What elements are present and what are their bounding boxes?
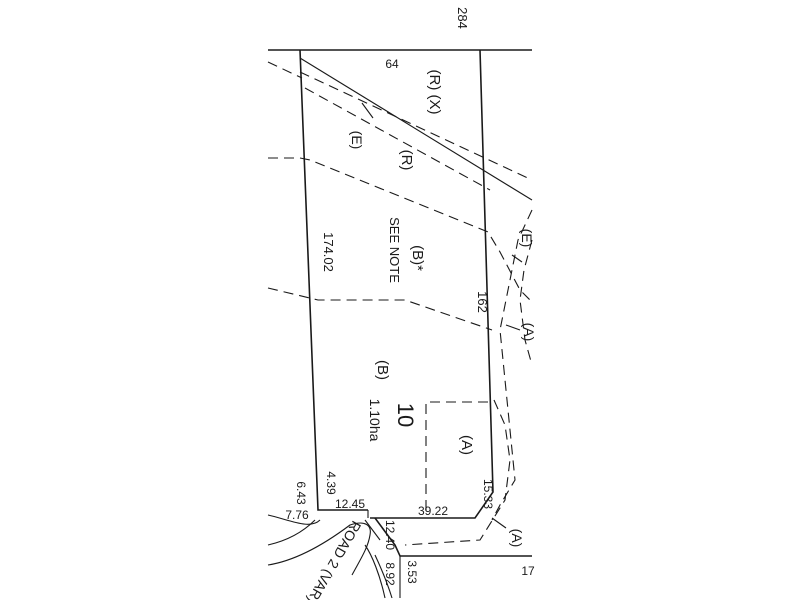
top-number-label: 284: [455, 7, 470, 29]
easement-a-bottom-line: [404, 399, 511, 546]
easement-r-dashed-3: [304, 87, 491, 191]
easement-e-left-label: (E): [349, 131, 365, 150]
dimension-right-side: 162: [475, 291, 490, 313]
dimension-353: 3.53: [405, 560, 419, 584]
road-curve-5: [374, 554, 393, 599]
easement-b-line: [267, 287, 493, 331]
easement-r-dashed-1: [299, 71, 533, 181]
easement-a-right-line-2: [519, 239, 533, 366]
road-frontage-line: [374, 517, 532, 557]
dimension-439: 4.39: [324, 471, 338, 495]
easement-a-right-label: (A): [521, 323, 537, 342]
easement-r-solid-upper: [299, 57, 533, 201]
road-curve-2: [267, 519, 316, 546]
road-small-line: [364, 519, 381, 541]
dimension-bottom-diag: 15.33: [481, 479, 495, 509]
dimension-643: 6.43: [294, 481, 308, 505]
dimension-1240: 12.40: [383, 520, 397, 550]
tick-e-left: [361, 102, 374, 119]
easement-e-right-label: (E): [519, 229, 535, 248]
road-curve-1: [267, 514, 321, 525]
dimension-bottom-left: 12.45: [335, 497, 365, 511]
easement-a-bottom-label: (A): [509, 529, 525, 548]
easement-a-inner-label: (A): [458, 435, 475, 455]
easement-r-label: (R): [398, 150, 415, 171]
easement-a-inner-box: [425, 401, 493, 510]
lot-right-boundary: [370, 49, 494, 519]
lot-area-label: 1.10ha: [367, 399, 383, 442]
easement-r-dashed-2: [267, 61, 303, 79]
road-label: ROAD 2 (VAR): [304, 518, 364, 600]
neighbor-lot-bottom-label: 17: [521, 564, 535, 578]
dimension-776: 7.76: [285, 508, 309, 522]
road-curve-3: [267, 522, 371, 576]
neighbor-lot-top-label: 64: [385, 57, 399, 71]
dimension-left-side: 174.02: [321, 232, 336, 272]
road-curve-4: [364, 544, 386, 599]
lot-left-boundary: [299, 49, 368, 511]
tick-a-bottom: [491, 517, 507, 529]
easement-b-label: (B): [374, 360, 391, 380]
tick-a-right: [505, 324, 521, 331]
dimension-892: 8.92: [383, 562, 397, 586]
lot-number-label: 10: [393, 403, 418, 427]
easement-rx-label: (R) (X): [426, 70, 443, 115]
easement-b-note-label: (B)*: [409, 245, 426, 271]
easement-a-right-line-1: [491, 209, 533, 521]
dimension-bottom-mid: 39.22: [418, 504, 448, 518]
easement-e-line: [268, 157, 533, 303]
see-note-label: SEE NOTE: [387, 217, 402, 283]
tick-e-right: [511, 254, 523, 263]
